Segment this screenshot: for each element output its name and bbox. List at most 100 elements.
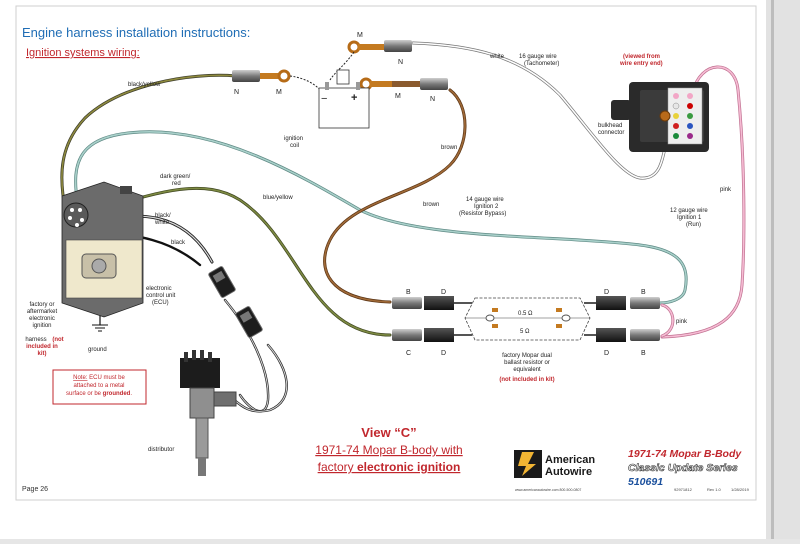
section-subtitle: Ignition systems wiring: — [26, 47, 140, 59]
brand-logo: American Autowire www.americanautowire.c… — [514, 450, 595, 492]
label-black: black — [171, 240, 186, 246]
label-black-white-1: black/ — [155, 213, 171, 219]
label-black-white-2: white — [154, 220, 170, 226]
ecu-label-2: control unit — [146, 293, 176, 299]
view-title: View “C” — [361, 425, 416, 440]
svg-text:(not included in kit): (not included in kit) — [499, 377, 554, 383]
view-title-block: View “C” 1971-74 Mopar B-body with facto… — [315, 425, 462, 474]
svg-text:ballast resistor or: ballast resistor or — [504, 360, 550, 366]
connector-n2 — [232, 70, 260, 82]
label-c-left: C — [406, 350, 411, 357]
label-pink-upper: pink — [720, 187, 732, 193]
brand-line2: Autowire — [545, 466, 592, 478]
bulkhead-label-2: connector — [598, 130, 624, 136]
ballast-resistor — [464, 297, 591, 341]
label-dark-green-2: red — [172, 181, 181, 187]
svg-text:attached to a metal: attached to a metal — [73, 383, 124, 389]
brand-web: www.americanautowire.com 800-500-0807 — [515, 488, 581, 492]
label-b-left: B — [406, 289, 411, 296]
ecu-label-1: electronic — [146, 286, 172, 292]
svg-text:aftermarket: aftermarket — [27, 309, 58, 315]
label-b-right-top: B — [641, 289, 646, 296]
label-ign2-2: Ignition 2 — [474, 204, 499, 210]
label-ign1-1: 12 gauge wire — [670, 208, 708, 214]
label-ign1-2: Ignition 1 — [677, 215, 702, 221]
svg-text:electronic: electronic — [29, 316, 55, 322]
label-n-top: N — [398, 59, 403, 66]
label-distributor: distributor — [148, 447, 174, 453]
brand-line1: American — [545, 454, 595, 466]
svg-text:surface or be grounded.: surface or be grounded. — [66, 391, 132, 397]
label-tach-2: (Tachometer) — [524, 61, 559, 67]
label-d-right-top: D — [604, 289, 609, 296]
bulkhead-note-1: (viewed from — [623, 54, 660, 60]
harness-label: factory or aftermarket electronic igniti… — [25, 302, 63, 357]
series-line2: Classic Update Series — [628, 462, 738, 474]
series-date: 1/28/2019 — [731, 487, 750, 492]
svg-text:kit): kit) — [38, 351, 47, 357]
border-frame — [15, 5, 757, 501]
scrollbar-track[interactable] — [771, 0, 774, 539]
ground-symbol — [92, 324, 108, 332]
label-ign2-1: 14 gauge wire — [466, 197, 504, 203]
svg-text:factory electronic ignition: factory electronic ignition — [318, 460, 461, 474]
label-m-left: M — [276, 89, 282, 96]
connector-n1 — [384, 40, 412, 52]
label-d-left-top: D — [441, 289, 446, 296]
label-ign2-3: (Resistor Bypass) — [459, 211, 506, 217]
distributor-plugs — [208, 266, 263, 338]
label-dark-green-1: dark green/ — [160, 174, 191, 180]
label-brown-upper: brown — [441, 145, 457, 151]
resistor-value-1: 0.5 Ω — [518, 311, 533, 317]
ecu-label-3: (ECU) — [152, 300, 169, 306]
svg-text:included in: included in — [26, 344, 58, 350]
label-white: white — [489, 54, 505, 60]
connector-n3 — [420, 78, 448, 90]
label-coil-2: coil — [290, 143, 299, 149]
svg-text:factory or: factory or — [29, 302, 54, 308]
label-brown-lower: brown — [423, 202, 439, 208]
svg-text:harness: harness — [25, 337, 46, 343]
series-part: 510691 — [628, 476, 663, 488]
label-n-right: N — [430, 96, 435, 103]
label-b-right-bottom: B — [641, 350, 646, 357]
label-coil-1: ignition — [284, 136, 303, 142]
series-line1: 1971-74 Mopar B-Body — [628, 448, 742, 460]
label-pink-lower: pink — [676, 319, 688, 325]
label-blue-yellow: blue/yellow — [263, 195, 293, 201]
label-tach-1: 16 gauge wire — [519, 54, 557, 60]
bulkhead-connector — [611, 82, 709, 152]
ignition-coil — [318, 69, 370, 129]
page-title: Engine harness installation instructions… — [22, 25, 250, 40]
coil-negative: − — [321, 93, 327, 105]
svg-text:ignition: ignition — [32, 323, 51, 329]
label-m-top: M — [357, 32, 363, 39]
svg-text:Note: ECU must be: Note: ECU must be — [73, 375, 125, 381]
page-number: Page 26 — [22, 486, 48, 493]
svg-text:equivalent: equivalent — [513, 367, 541, 373]
ring-terminal-m2 — [277, 69, 291, 83]
label-d-left-bottom: D — [441, 350, 446, 357]
label-ign1-3: (Run) — [686, 222, 701, 228]
label-black-yellow: black/yellow — [128, 82, 161, 88]
resistor-right-connectors — [584, 296, 660, 342]
bulkhead-note-2: wire entry end) — [619, 61, 663, 67]
label-m-right: M — [395, 93, 401, 100]
ecu-unit — [61, 181, 144, 318]
coil-positive: + — [351, 92, 357, 104]
distributor-body — [180, 350, 237, 476]
view-line2: 1971-74 Mopar B-body with — [315, 443, 462, 457]
series-rev: Rev 1.0 — [707, 487, 722, 492]
resistor-left-connectors — [392, 296, 472, 342]
resistor-value-2: 5 Ω — [520, 329, 530, 335]
svg-text:factory Mopar dual: factory Mopar dual — [502, 353, 552, 359]
bulkhead-label-1: bulkhead — [598, 123, 622, 129]
series-docno: 92971812 — [674, 487, 693, 492]
svg-text:(not: (not — [52, 337, 63, 343]
label-ground: ground — [88, 347, 107, 353]
label-d-right-bottom: D — [604, 350, 609, 357]
resistor-label: factory Mopar dual ballast resistor or e… — [499, 353, 554, 383]
ecu-note-box: Note: ECU must be attached to a metal su… — [52, 369, 147, 405]
